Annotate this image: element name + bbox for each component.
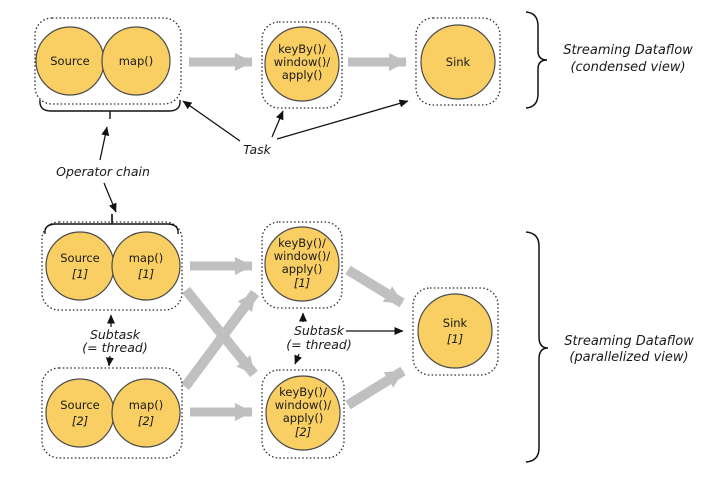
task-arrow-to-keyby-box	[271, 110, 284, 138]
subtask-right-label: Subtask	[294, 323, 345, 338]
keyby-label-line1: keyBy()/	[278, 42, 326, 56]
condensed-caption-line1: Streaming Dataflow	[563, 43, 693, 58]
parallel-caption-line1: Streaming Dataflow	[564, 334, 694, 349]
subtask-right-arrow-down	[294, 353, 302, 365]
keyby1-label-line2: window()/	[274, 249, 331, 263]
condensed-labels: Source map() keyBy()/ window()/ apply() …	[50, 42, 693, 82]
operator-nodes	[35, 24, 496, 451]
brace-condensed-view	[525, 11, 548, 109]
operator-chain-arrow-up	[99, 126, 110, 161]
parallel-caption-line2: (parallelized view)	[569, 350, 688, 365]
node-sink	[420, 24, 496, 100]
annotation-labels: Task Operator chain Subtask (= thread) S…	[56, 142, 352, 355]
node-map-1	[111, 231, 181, 301]
node-source-1	[45, 231, 115, 301]
flow-arrow-source2-to-keyby1	[180, 290, 260, 390]
operator-chain-label: Operator chain	[56, 164, 150, 179]
task-label: Task	[243, 142, 271, 157]
underbrace-condensed-chain	[39, 99, 181, 119]
parallel-labels: Source [1] map() [1] keyBy()/ window()/ …	[60, 236, 694, 439]
map2-index: [2]	[138, 414, 154, 428]
task-arrow-to-chain-box	[182, 100, 241, 142]
view-braces	[525, 11, 549, 463]
map-label: map()	[119, 54, 154, 68]
sink1-index: [1]	[447, 332, 463, 346]
source1-label: Source	[60, 251, 100, 265]
map2-label: map()	[129, 398, 164, 412]
keyby2-label-line2: window()/	[275, 398, 332, 412]
brace-parallelized-view	[525, 231, 549, 463]
node-sink-1	[417, 293, 493, 369]
source2-label: Source	[60, 398, 100, 412]
task-arrow-to-sink-box	[276, 99, 409, 140]
node-keyby	[264, 26, 340, 102]
keyby2-label-line1: keyBy()/	[279, 385, 327, 399]
dataflow-arrows	[180, 53, 407, 421]
flow-arrow-keyby1-to-sink1	[345, 265, 405, 308]
node-map-2	[111, 378, 181, 448]
node-source-2	[45, 378, 115, 448]
node-keyby-1	[264, 226, 340, 302]
flow-arrow-keyby2-to-sink1	[345, 366, 406, 410]
keyby-label-line2: window()/	[274, 55, 331, 69]
annotation-arrows	[99, 99, 409, 367]
keyby2-label-line3: apply()	[283, 411, 324, 425]
keyby-label-line3: apply()	[282, 68, 323, 82]
source-label: Source	[50, 54, 90, 68]
keyby1-index: [1]	[294, 276, 310, 290]
sink-label: Sink	[446, 55, 471, 69]
map1-label: map()	[129, 251, 164, 265]
node-keyby-2	[265, 375, 341, 451]
keyby2-index: [2]	[295, 425, 311, 439]
map1-index: [1]	[138, 267, 154, 281]
source1-index: [1]	[72, 267, 88, 281]
subtask-left-thread-label: (= thread)	[82, 340, 147, 355]
condensed-caption-line2: (condensed view)	[570, 60, 685, 75]
keyby1-label-line3: apply()	[282, 262, 323, 276]
operator-chain-arrow-down	[103, 182, 117, 213]
subtask-left-arrow-down	[105, 355, 114, 367]
overbrace-parallel-chain-top	[44, 214, 179, 235]
subtask-right-thread-label: (= thread)	[286, 337, 351, 352]
sink1-label: Sink	[443, 316, 468, 330]
keyby1-label-line1: keyBy()/	[278, 236, 326, 250]
source2-index: [2]	[72, 414, 88, 428]
subtask-left-label: Subtask	[90, 327, 141, 342]
node-map	[101, 26, 171, 96]
